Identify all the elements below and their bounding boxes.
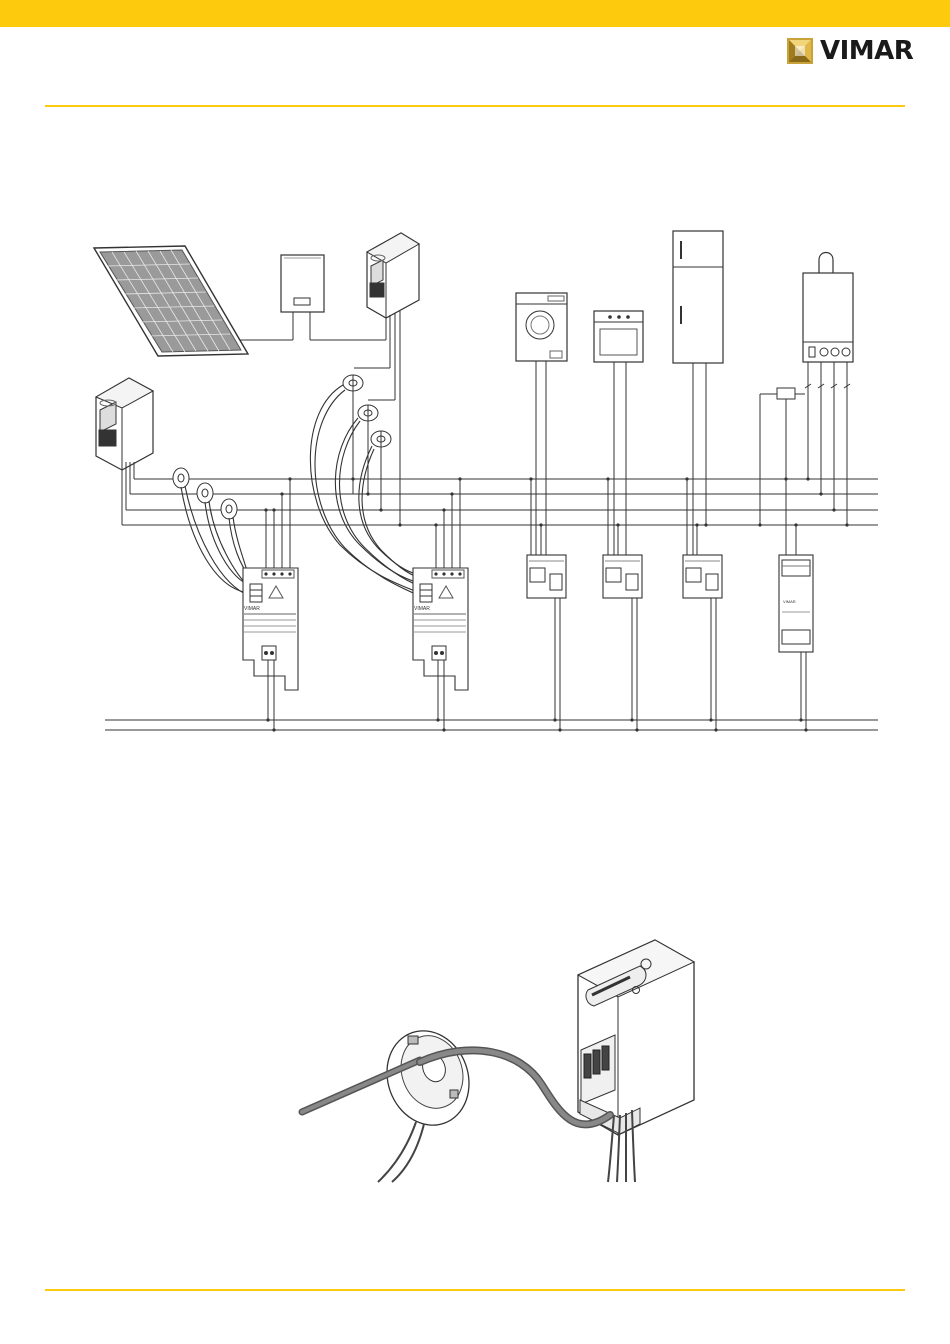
washing-machine-icon — [516, 293, 567, 361]
energy-meter-module-1: VIMAR — [243, 568, 298, 690]
fridge-icon — [673, 231, 723, 363]
power-supply-module: VIMAR — [779, 555, 813, 652]
boiler-icon — [803, 253, 853, 363]
inverter-icon — [281, 255, 324, 312]
production-meter-icon — [367, 233, 419, 318]
bottom-bus-lines — [105, 720, 878, 730]
grid-meter-icon — [96, 378, 153, 470]
bus-lines — [122, 479, 878, 525]
load-actuator-oven — [603, 555, 642, 598]
load-actuator-washing-machine — [527, 555, 566, 598]
energy-meter-module-2: VIMAR — [413, 568, 468, 690]
installation-illustration — [302, 940, 694, 1182]
oven-icon — [594, 311, 643, 362]
meter-box-icon — [578, 940, 694, 1135]
module-brand-label: VIMAR — [244, 606, 260, 612]
solar-panel-icon — [94, 246, 248, 356]
junction-dots — [264, 477, 848, 731]
relay-icon — [777, 388, 795, 399]
load-actuator-fridge — [683, 555, 722, 598]
module-brand-label: VIMAR — [414, 606, 430, 612]
power-supply-brand-label: VIMAR — [783, 599, 796, 604]
ct-clamp-icon — [374, 1019, 482, 1137]
